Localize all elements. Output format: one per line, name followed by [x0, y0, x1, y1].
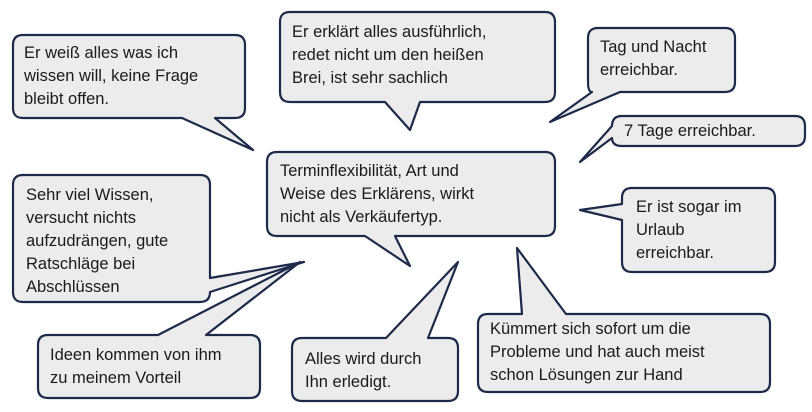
bubble-shape-right-vacation — [578, 186, 777, 274]
bubble-text-right-vacation: Er ist sogar im Urlaub erreichbar. — [636, 198, 742, 262]
bubble-text-top-left: Er weiß alles was ich wissen will, keine… — [24, 44, 199, 108]
bubble-shape-bottom-left — [36, 260, 302, 400]
bubble-text-bottom-left: Ideen kommen von ihm zu meinem Vorteil — [50, 346, 222, 387]
bubble-shape-top-left — [11, 33, 255, 152]
bubble-shape-top-center — [278, 10, 557, 132]
bubble-text-bottom-center: Alles wird durch Ihn erledigt. — [305, 350, 422, 391]
bubble-shape-top-right — [548, 26, 737, 124]
bubble-shape-left-knowledge — [11, 173, 306, 304]
bubble-text-right-seven-days: 7 Tage erreichbar. — [624, 122, 756, 140]
bubble-text-top-center: Er erklärt alles ausführlich, redet nich… — [292, 23, 487, 87]
bubble-shape-right-seven-days — [578, 114, 807, 164]
bubble-shape-bottom-right — [476, 246, 772, 394]
bubble-text-left-knowledge: Sehr viel Wissen, versucht nichts aufzud… — [26, 186, 169, 296]
bubble-shape-center — [265, 150, 557, 268]
center-bubble-text: Terminflexibilität, Art und Weise des Er… — [280, 162, 475, 226]
bubble-shape-bottom-center — [290, 260, 460, 403]
bubble-text-top-right: Tag und Nacht erreichbar. — [600, 38, 707, 79]
bubble-text-bottom-right: Kümmert sich sofort um die Probleme und … — [490, 320, 705, 384]
